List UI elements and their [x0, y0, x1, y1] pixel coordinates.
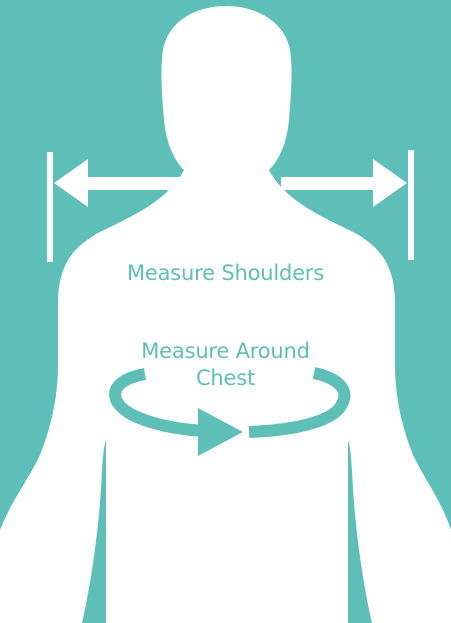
shoulder-right-tick	[408, 150, 414, 260]
shoulder-arrow-shaft-right	[281, 177, 377, 190]
measure-shoulders-label: Measure Shoulders	[0, 260, 451, 286]
measure-chest-label-line1: Measure Around	[0, 338, 451, 364]
shoulder-arrow-shaft-left	[84, 177, 182, 190]
shoulder-left-tick	[47, 152, 53, 262]
measure-chest-label-line2: Chest	[0, 365, 451, 391]
